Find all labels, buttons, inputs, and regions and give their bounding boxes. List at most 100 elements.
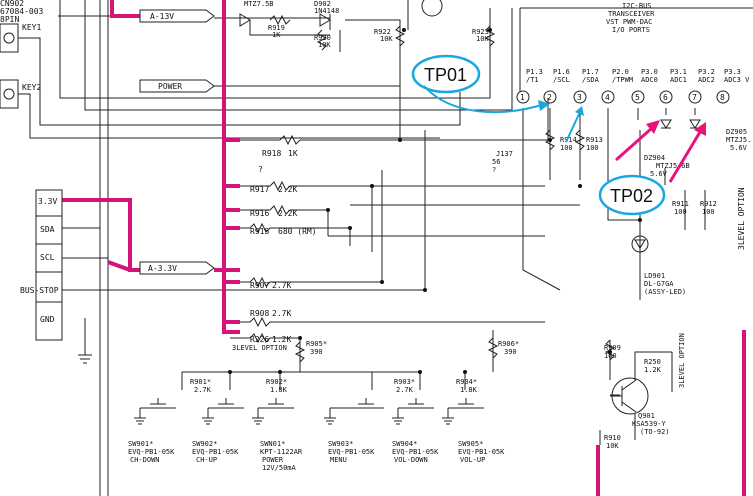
q-mark: ? — [258, 165, 263, 174]
cn902-label: CN902 — [0, 0, 24, 8]
r920-symbol — [316, 29, 328, 51]
pin4-label: P2.0 — [612, 68, 629, 76]
mtz75b-label: MTZ7.5B — [244, 0, 274, 8]
sw902-part: EVQ-PB1-05K — [192, 448, 239, 456]
sw905-func: VOL-UP — [460, 456, 485, 464]
pin7-func: ADC2 — [698, 76, 715, 84]
led-note: (ASSY-LED) — [644, 288, 686, 296]
r910-label: R910 — [604, 434, 621, 442]
r913-label: R913 — [586, 136, 603, 144]
ic-block: I2C-BUS TRANSCEIVER VST PWM-DAC I/O PORT… — [516, 2, 750, 104]
r916-label: R916 — [250, 209, 269, 218]
diode-902-symbol — [319, 13, 331, 27]
r915-value: 680 (RM) — [278, 227, 317, 236]
ic-title-1: I2C-BUS — [622, 2, 652, 10]
r911-label: R911 — [672, 200, 689, 208]
r904-label: R904* — [456, 378, 477, 386]
q901-label: Q901 — [638, 412, 655, 420]
r250-label: R250 — [644, 358, 661, 366]
j137-label: J137 — [496, 150, 513, 158]
led-symbol — [631, 235, 649, 253]
r907-value: 2.7K — [272, 281, 291, 290]
pin7-label: P3.2 — [698, 68, 715, 76]
sw903-part: EVQ-PB1-05K — [328, 448, 375, 456]
r906-value: 390 — [504, 348, 517, 356]
r907-label: R907 — [250, 281, 269, 290]
magenta-traces — [62, 0, 746, 496]
r913-value: 100 — [586, 144, 599, 152]
callout-tp01: TP01 — [411, 54, 550, 113]
bus-label-a33v: A-3.3V — [139, 261, 215, 275]
pin1-func: /T1 — [526, 76, 539, 84]
connector-block: 3.3V SDA SCL BUS-STOP GND — [20, 189, 63, 341]
top-components: MTZ7.5B D902 1N4148 R919 1K R920 10K R92… — [239, 0, 496, 51]
tp01-text: TP01 — [424, 65, 467, 85]
pin3-func: /SDA — [582, 76, 600, 84]
pin5-number: 5 — [635, 93, 640, 102]
sw901-func: CH-DOWN — [130, 456, 160, 464]
swn01-ref: SWN01* — [260, 440, 285, 448]
cn902-pins: 8PIN — [0, 15, 19, 24]
switch-resistors: R901* 2.7K R902* 1.8K R903* 2.7K R904* 1… — [190, 378, 478, 394]
r908-value: 2.7K — [272, 309, 291, 318]
pin7-number: 7 — [692, 93, 697, 102]
wiring — [18, 0, 753, 496]
pin5-func: ADC0 — [641, 76, 658, 84]
r919-value: 1K — [272, 31, 281, 39]
pin1-number: 1 — [520, 93, 525, 102]
r226-note: 3LEVEL OPTION — [232, 344, 287, 352]
pin2-func: /SCL — [553, 76, 570, 84]
r916-value: 2.2K — [278, 209, 297, 218]
r906-label: R906* — [498, 340, 519, 348]
j137-value: 56 — [492, 158, 500, 166]
pin6-label: P3.1 — [670, 68, 687, 76]
r914-value: 100 — [560, 144, 573, 152]
r912-label: R912 — [700, 200, 717, 208]
sw902-ref: SW902* — [192, 440, 217, 448]
r908-label: R908 — [250, 309, 269, 318]
sw902-func: CH-UP — [196, 456, 217, 464]
pin6-func: ADC1 — [670, 76, 687, 84]
sw901-part: EVQ-PB1-05K — [128, 448, 175, 456]
r919-symbol — [269, 14, 291, 26]
sw901-ref: SW901* — [128, 440, 153, 448]
r920-value: 10K — [318, 41, 331, 49]
r226-value: 1.2K — [272, 335, 291, 344]
dz905-volt: 5.6V — [730, 144, 748, 152]
r905-value: 390 — [310, 348, 323, 356]
pin8-label: P3.3 — [724, 68, 741, 76]
cn902-header: CN902 67084-003 8PIN — [0, 0, 44, 24]
power-text: POWER — [158, 82, 182, 91]
r923-label: R923 — [472, 28, 489, 36]
r902-value: 1.8K — [270, 386, 288, 394]
bus-label-power: POWER — [139, 79, 215, 93]
sw904-ref: SW904* — [392, 440, 417, 448]
junction-dots — [228, 28, 642, 374]
pin1-label: P1.3 — [526, 68, 543, 76]
pin8-number: 8 — [720, 93, 725, 102]
r917-label: R917 — [250, 185, 269, 194]
r923-value: 10K — [476, 35, 489, 43]
r909-label: R909 — [604, 344, 621, 352]
bus-label-a13v: A-13V — [139, 9, 215, 23]
pin3-number: 3 — [577, 93, 582, 102]
r901-label: R901* — [190, 378, 211, 386]
tp01-arrow-head — [538, 100, 550, 111]
resistor-labels: R918 1K ? R917 2.2K R916 2.2K R915 680 (… — [232, 129, 717, 450]
r918-value: 1K — [288, 149, 298, 158]
tp02-arrow-a-line — [615, 126, 653, 162]
r909-value: 100 — [604, 352, 617, 360]
d902-label: D902 — [314, 0, 331, 8]
tp02-arrow-b-head — [694, 122, 706, 136]
switch-labels: SW901* EVQ-PB1-05K CH-DOWN SW902* EVQ-PB… — [128, 440, 505, 472]
r903-label: R903* — [394, 378, 415, 386]
cn902-part: 67084-003 — [0, 7, 44, 16]
ic-title-2: TRANSCEIVER — [608, 10, 655, 18]
key2-label: KEY2 — [22, 83, 41, 92]
pin4-number: 4 — [605, 93, 610, 102]
dz904-volt: 5.6V — [650, 170, 668, 178]
key1-label: KEY1 — [22, 23, 41, 32]
pin8-func: ADC3 V — [724, 76, 750, 84]
led-label: LD901 — [644, 272, 665, 280]
